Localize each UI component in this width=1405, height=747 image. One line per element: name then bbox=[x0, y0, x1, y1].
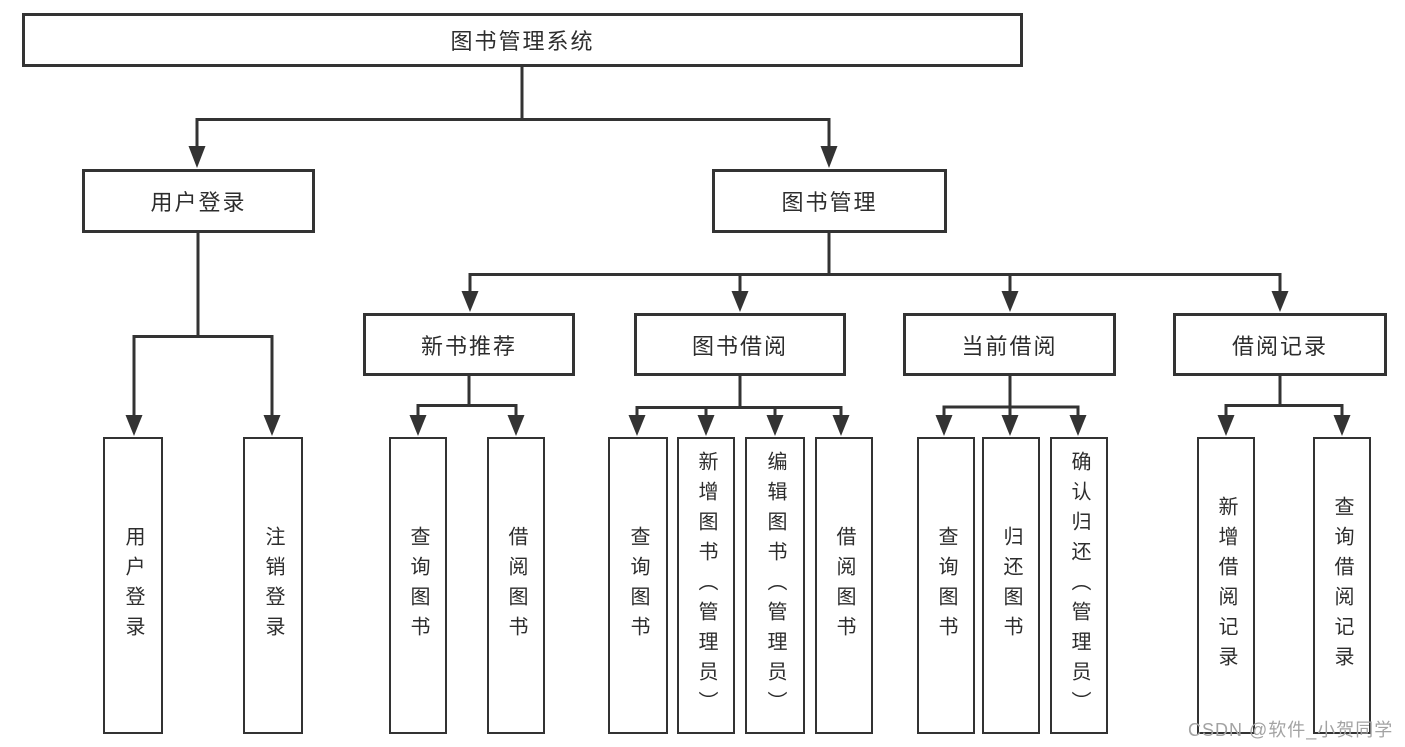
leaf-query-books-current: 查询图书 bbox=[917, 437, 975, 734]
node-label: 借阅图书 bbox=[505, 525, 527, 646]
node-label: 用户登录 bbox=[122, 525, 144, 646]
leaf-edit-book-admin: 编辑图书（管理员） bbox=[745, 437, 805, 734]
node-label: 借阅记录 bbox=[1231, 333, 1328, 359]
leaf-borrow-books-recommend: 借阅图书 bbox=[487, 437, 545, 734]
arrowhead bbox=[1271, 291, 1289, 312]
arrowhead bbox=[125, 415, 143, 436]
node-label: 图书管理系统 bbox=[450, 29, 595, 54]
node-label: 注销登录 bbox=[262, 525, 284, 646]
leaf-borrow-books-borrowing: 借阅图书 bbox=[815, 437, 873, 734]
node-current-borrowing: 当前借阅 bbox=[903, 313, 1116, 376]
node-book-borrowing: 图书借阅 bbox=[634, 313, 846, 376]
arrowhead bbox=[697, 415, 715, 436]
node-label: 归还图书 bbox=[1000, 525, 1022, 646]
arrowhead bbox=[409, 415, 427, 436]
node-book-management: 图书管理 bbox=[712, 169, 947, 233]
arrowhead bbox=[263, 415, 281, 436]
node-label: 查询图书 bbox=[627, 525, 649, 646]
arrowhead bbox=[935, 415, 953, 436]
leaf-add-book-admin: 新增图书（管理员） bbox=[677, 437, 735, 734]
node-label: 新增图书（管理员） bbox=[695, 450, 717, 721]
arrowhead bbox=[461, 291, 479, 312]
leaf-user-login: 用户登录 bbox=[103, 437, 163, 734]
leaf-return-book: 归还图书 bbox=[982, 437, 1040, 734]
arrowhead bbox=[1001, 415, 1019, 436]
node-label: 图书管理 bbox=[781, 190, 878, 215]
leaf-confirm-return-admin: 确认归还（管理员） bbox=[1050, 437, 1108, 734]
arrowhead bbox=[1001, 291, 1019, 312]
node-label: 确认归还（管理员） bbox=[1068, 450, 1090, 721]
leaf-query-books-recommend: 查询图书 bbox=[389, 437, 447, 734]
node-label: 借阅图书 bbox=[833, 525, 855, 646]
node-label: 编辑图书（管理员） bbox=[764, 450, 786, 721]
node-label: 当前借阅 bbox=[961, 333, 1058, 359]
arrowhead bbox=[1069, 415, 1087, 436]
leaf-add-borrow-record: 新增借阅记录 bbox=[1197, 437, 1255, 734]
arrowhead bbox=[820, 146, 838, 168]
node-user-login: 用户登录 bbox=[82, 169, 315, 233]
node-new-book-recommendation: 新书推荐 bbox=[363, 313, 575, 376]
leaf-query-books-borrowing: 查询图书 bbox=[608, 437, 668, 734]
node-label: 新增借阅记录 bbox=[1215, 495, 1237, 676]
leaf-query-borrow-record: 查询借阅记录 bbox=[1313, 437, 1371, 734]
arrowhead bbox=[188, 146, 206, 168]
node-label: 用户登录 bbox=[150, 190, 247, 215]
watermark-csdn: CSDN @软件_小贺同学 bbox=[1188, 720, 1394, 740]
arrowhead bbox=[766, 415, 784, 436]
node-borrowing-records: 借阅记录 bbox=[1173, 313, 1387, 376]
arrowhead bbox=[507, 415, 525, 436]
arrowhead bbox=[628, 415, 646, 436]
arrowhead bbox=[731, 291, 749, 312]
node-label: 图书借阅 bbox=[691, 333, 788, 359]
arrowhead bbox=[832, 415, 850, 436]
arrowhead bbox=[1333, 415, 1351, 436]
node-label: 查询借阅记录 bbox=[1331, 495, 1353, 676]
node-label: 查询图书 bbox=[935, 525, 957, 646]
node-label: 查询图书 bbox=[407, 525, 429, 646]
node-label: 新书推荐 bbox=[420, 333, 517, 359]
node-library-management-system: 图书管理系统 bbox=[22, 13, 1023, 67]
arrowhead bbox=[1217, 415, 1235, 436]
leaf-logout: 注销登录 bbox=[243, 437, 303, 734]
